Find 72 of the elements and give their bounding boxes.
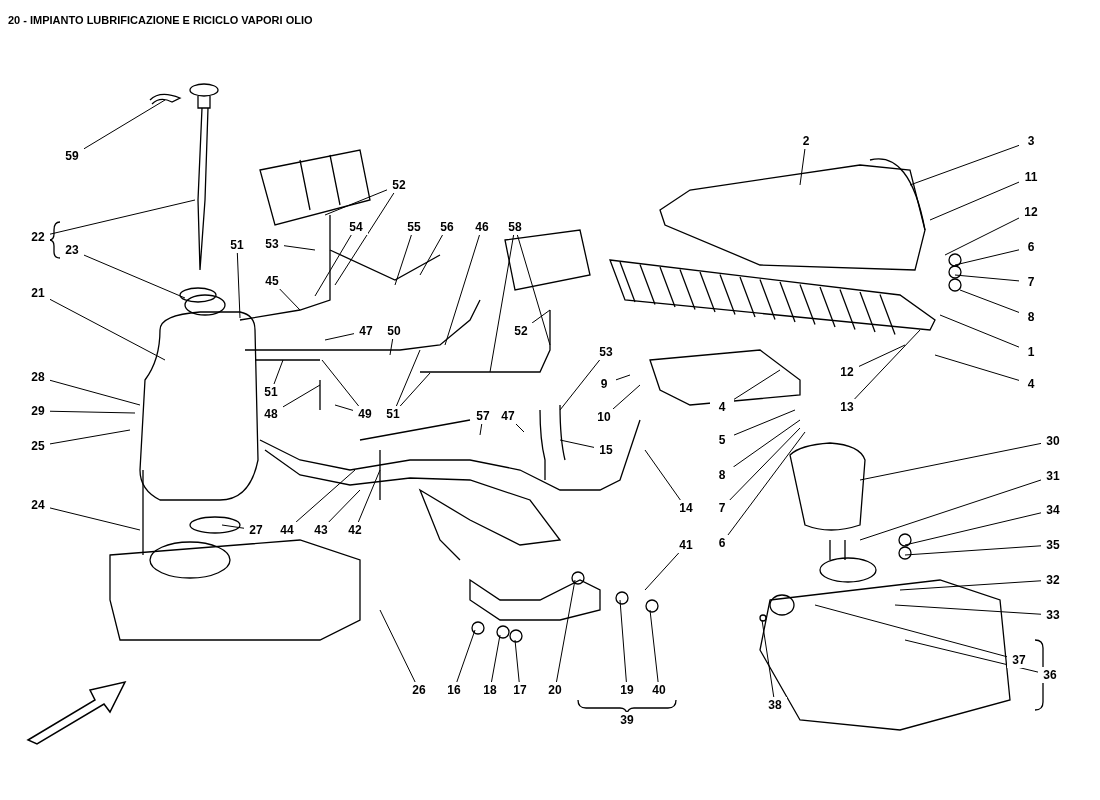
- leader-line: [959, 289, 1020, 313]
- leader-line: [859, 479, 1042, 541]
- leader-line: [894, 604, 1042, 615]
- leader-line: [236, 252, 241, 319]
- leader-line: [273, 359, 284, 385]
- leader-line: [490, 634, 501, 683]
- leader-line: [761, 619, 775, 698]
- leader-line: [314, 234, 352, 297]
- leader-line: [729, 427, 801, 501]
- leader-line: [83, 254, 186, 299]
- leader-line: [444, 234, 480, 346]
- leader-line: [49, 298, 166, 361]
- leader-line: [814, 604, 1008, 658]
- leader-line: [799, 148, 806, 186]
- leader-line: [419, 234, 443, 276]
- leader-line: [904, 512, 1042, 546]
- leader-line: [904, 545, 1042, 556]
- leader-line: [399, 372, 431, 407]
- leader-line: [334, 404, 354, 411]
- leader-line: [394, 234, 412, 286]
- leader-line: [49, 507, 141, 531]
- leader-line: [904, 639, 1039, 673]
- leader-line: [295, 469, 356, 523]
- leader-line: [221, 524, 245, 529]
- leader-line: [732, 419, 801, 468]
- leader-line: [939, 314, 1020, 348]
- leader-line: [854, 329, 921, 400]
- leader-line: [909, 144, 1020, 186]
- leader-line: [328, 489, 361, 523]
- leader-line: [456, 629, 476, 683]
- leader-line: [644, 449, 681, 501]
- leader-line: [282, 384, 321, 408]
- leader-line: [644, 552, 680, 591]
- leader-line: [733, 369, 781, 400]
- leader-line: [559, 359, 601, 411]
- leader-line: [324, 333, 355, 341]
- leader-line: [619, 599, 627, 683]
- leader-line: [929, 181, 1020, 221]
- leader-line: [944, 217, 1020, 256]
- leader-line: [479, 423, 483, 436]
- leader-line: [899, 580, 1042, 591]
- leader-line: [395, 349, 421, 407]
- leader-line: [934, 354, 1020, 381]
- leader-line: [49, 199, 196, 235]
- diagram-title: 20 - IMPIANTO LUBRIFICAZIONE E RICICLO VAPORI OLIO: [8, 14, 313, 26]
- leader-line: [514, 639, 520, 683]
- leader-line: [324, 189, 388, 216]
- leader-line: [49, 379, 141, 406]
- leader-line: [379, 609, 416, 683]
- leader-line: [559, 439, 595, 448]
- leader-line: [954, 249, 1020, 266]
- leader-line: [727, 431, 806, 536]
- leader-line: [516, 234, 551, 346]
- leader-line: [531, 309, 551, 324]
- leader-line: [489, 234, 515, 373]
- leader-line: [321, 359, 360, 407]
- leader-line: [283, 245, 316, 251]
- leader-line: [49, 429, 131, 445]
- leader-line: [612, 384, 641, 410]
- leader-line: [954, 274, 1020, 282]
- leader-line: [858, 344, 906, 367]
- leader-line: [615, 374, 631, 381]
- leader-line: [859, 442, 1042, 481]
- leader-line: [733, 409, 796, 436]
- leader-line: [555, 579, 576, 683]
- leader-line: [649, 609, 659, 683]
- leader-line: [389, 338, 394, 356]
- leader-line: [83, 99, 166, 150]
- leader-line: [357, 469, 381, 523]
- leader-line: [334, 192, 395, 286]
- leader-line: [279, 288, 301, 311]
- leader-line: [49, 410, 136, 414]
